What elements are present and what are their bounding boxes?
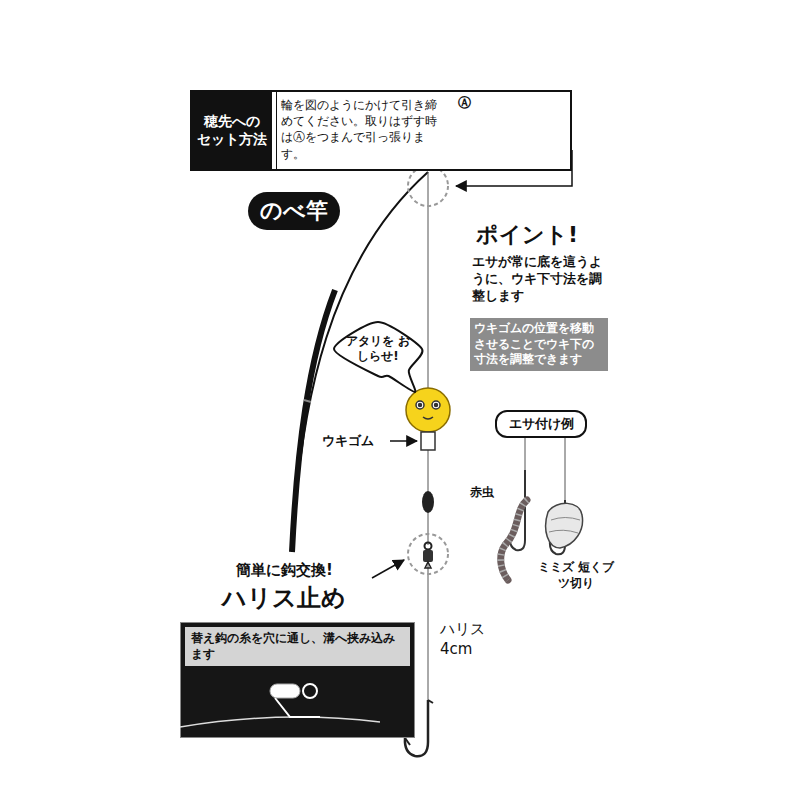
node-text: のべ竿 [254, 196, 334, 226]
earthworm-rings [549, 518, 580, 534]
snap [425, 562, 431, 568]
bait-name: 赤虫 [470, 484, 504, 501]
node-text: 穂先への セット方法 [196, 112, 268, 148]
swivel-ring [425, 543, 432, 550]
inset-illustration [180, 672, 415, 736]
fishing-line [428, 172, 429, 745]
node-text: 替え鈎の糸を穴に通し、溝へ挟み込みます [185, 627, 410, 666]
swivel-circle [408, 534, 448, 574]
bubble-path [334, 322, 423, 392]
setting-heading: 穂先への セット方法 [192, 92, 272, 169]
node-text: エサ付け例 [501, 415, 581, 433]
bait-name: ミミズ 短くブツ切り [534, 560, 618, 591]
dimension: ハリス 4cm [440, 620, 496, 659]
tip-circle [408, 166, 448, 206]
rod-butt [292, 290, 335, 552]
part-name: ウキゴム [322, 432, 390, 450]
hook-barb [405, 738, 410, 745]
setting-box: 穂先への セット方法輪を図のようにかけて引き締めてください。取りはずす時はⒶをつ… [190, 90, 572, 171]
float [406, 388, 450, 432]
speech-bubble: アタリを おしらせ! [334, 322, 422, 376]
rod-label: のべ竿 [248, 192, 340, 230]
float-face [416, 401, 440, 419]
leader-arrow [372, 560, 404, 578]
swivel-detail [270, 684, 300, 698]
inset-box: 替え鈎の糸を穴に通し、溝へ挟み込みます [180, 622, 415, 738]
bloodworm [501, 500, 527, 580]
point-heading: ポイント! [476, 220, 616, 250]
node-text: 輪を図のようにかけて引き締めてください。取りはずす時はⒶをつまんで引っ張ります。 [281, 97, 448, 162]
hook-eye [428, 700, 433, 703]
float-rubber [421, 432, 435, 450]
bloodworm-segments [501, 500, 527, 580]
callout-letter: Ⓐ [458, 94, 482, 112]
node-text: アタリを おしらせ! [342, 334, 414, 364]
rod-joint [304, 400, 311, 402]
bait-heading: エサ付け例 [495, 410, 587, 438]
node-text: ウキゴムの位置を移動させることでウキ下の寸法を調整できます [474, 321, 604, 368]
leader-arrow [390, 440, 417, 442]
earthworm-piece [546, 503, 583, 548]
bait-line [525, 436, 565, 500]
feature-note: 簡単に鈎交換! [236, 561, 376, 580]
setting-text: 輪を図のようにかけて引き締めてください。取りはずす時はⒶをつまんで引っ張ります。 [276, 92, 452, 169]
part-name: ハリス止め [222, 582, 382, 614]
note-box: ウキゴムの位置を移動させることでウキ下の寸法を調整できます [470, 318, 608, 371]
sinker [422, 491, 434, 513]
point-note: エサが常に底を這うように、ウキ下寸法を調整します [472, 254, 612, 305]
swivel-body [423, 550, 433, 562]
